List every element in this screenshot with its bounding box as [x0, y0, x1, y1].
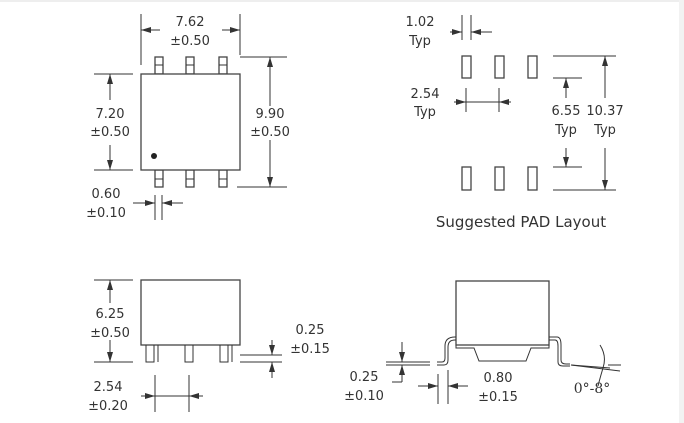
dim-inner-span: 6.55 [552, 104, 581, 119]
package-body [140, 73, 241, 171]
dim-side-pitch-tol: ±0.20 [88, 399, 128, 414]
dim-height: 6.25 [96, 307, 125, 322]
dim-body-length-tol: ±0.50 [90, 125, 130, 140]
dim-foot-length-tol: ±0.15 [478, 390, 518, 405]
end-view: 0.25 ±0.10 0.80 ±0.15 0°-8° [344, 280, 621, 405]
dim-side-pitch: 2.54 [94, 380, 123, 395]
pin1-dot [151, 153, 157, 159]
dim-height-tol: ±0.50 [90, 326, 130, 341]
dim-pad-pitch: 2.54 [411, 87, 440, 102]
dim-width-tol: ±0.50 [170, 34, 210, 49]
dim-lead-width: 0.60 [92, 187, 121, 202]
side-body [140, 279, 241, 346]
dim-lead-width-tol: ±0.10 [86, 206, 126, 221]
side-view: 6.25 ±0.50 0.25 ±0.15 2.54 ±0.20 [88, 279, 330, 414]
dim-standoff: 0.25 [296, 323, 325, 338]
dim-inner-span-tol: Typ [554, 123, 577, 138]
dim-lead-thickness-tol: ±0.10 [344, 389, 384, 404]
pad-layout: 1.02 Typ 2.54 Typ 6.55 Typ 10.37 Typ Sug… [406, 15, 624, 231]
pad-layout-caption: Suggested PAD Layout [436, 213, 606, 231]
dim-outer-span-tol: Typ [593, 123, 616, 138]
dim-width: 7.62 [176, 15, 205, 30]
dim-standoff-tol: ±0.15 [290, 342, 330, 357]
angle-label: 0°-8° [574, 381, 611, 397]
top-view: 7.62 ±0.50 9.90 ±0.50 7.20 ±0.50 0.60 ±0… [86, 14, 290, 221]
dim-outer-span: 10.37 [586, 104, 623, 119]
dim-overall-length-tol: ±0.50 [250, 125, 290, 140]
end-body [455, 280, 550, 346]
top-pins [154, 56, 228, 188]
dim-pad-pitch-tol: Typ [413, 105, 436, 120]
dim-pad-width-tol: Typ [408, 34, 431, 49]
dim-lead-thickness: 0.25 [350, 370, 379, 385]
dim-overall-length: 9.90 [256, 107, 285, 122]
dim-foot-length: 0.80 [484, 371, 513, 386]
dim-body-length: 7.20 [96, 107, 125, 122]
dim-pad-width: 1.02 [406, 15, 435, 30]
